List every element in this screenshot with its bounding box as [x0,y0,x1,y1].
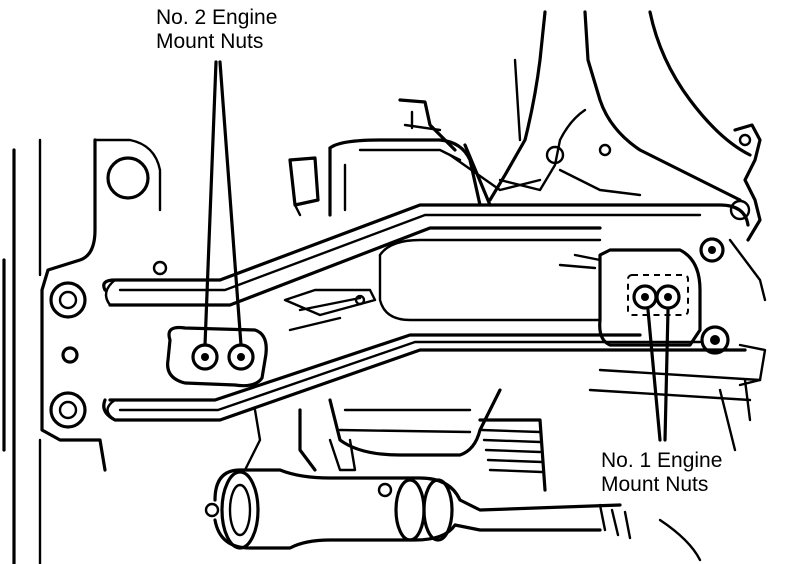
exhaust-pipe [204,438,702,562]
right-struts [588,368,762,452]
crossmember-details [152,238,602,332]
left-frame [2,138,42,564]
engine-block-top [288,98,542,217]
no1-mount-bracket [598,237,767,387]
crossmember [102,203,750,422]
no2-leader-lines [203,60,243,347]
no2-label-line1: No. 2 Engine [156,6,278,29]
left-bracket-plate [40,138,162,472]
no2-label-line2: Mount Nuts [156,30,264,53]
no2-mount-boss [166,325,268,388]
no1-label-line2: Mount Nuts [601,473,709,496]
no2-engine-mount-nuts-label: No. 2 Engine Mount Nuts [156,6,277,54]
no1-engine-mount-nuts-label: No. 1 Engine Mount Nuts [601,449,722,497]
lower-assembly [243,388,547,492]
no1-label-line1: No. 1 Engine [601,449,723,472]
upper-right-structure [488,10,767,302]
